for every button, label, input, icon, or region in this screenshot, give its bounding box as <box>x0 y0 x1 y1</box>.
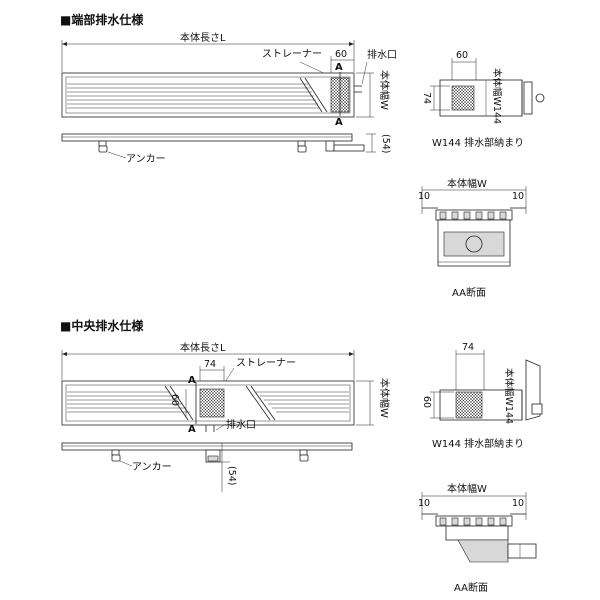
side-view: アンカー (54) <box>61 133 391 165</box>
section-title: ■中央排水仕様 <box>60 318 144 333</box>
grating-slats <box>67 385 349 421</box>
aa-width-label: 本体幅W <box>447 482 487 495</box>
outlet-label: 排水口 <box>367 48 397 61</box>
aa-grate <box>439 211 507 220</box>
detail-top-dim: 60 <box>456 50 468 61</box>
width-label: 本体幅W <box>378 378 391 418</box>
section-end-drain: ■端部排水仕様 本体長さL 60 ストレーナー 排水口 <box>60 12 545 299</box>
outlet-label: 排水口 <box>226 418 256 431</box>
strainer-label: ストレーナー <box>236 357 296 369</box>
aa-right-dim: 10 <box>512 498 524 509</box>
width-label: 本体幅W <box>378 70 391 110</box>
strainer-label: ストレーナー <box>262 48 322 60</box>
width-dimension: 本体幅W <box>356 70 391 118</box>
strainer-mesh <box>199 388 225 418</box>
grating-slats <box>67 77 328 113</box>
aa-caption: AA断面 <box>452 286 486 299</box>
aa-left-dim: 10 <box>418 191 430 202</box>
aa-right-dim: 10 <box>512 191 524 202</box>
section-mark-top: A <box>335 62 343 73</box>
detail-caption: W144 排水部納まり <box>432 136 524 149</box>
length-label: 本体長さL <box>180 31 226 44</box>
aa-section: 本体幅W 10 10 AA断面 <box>418 482 537 594</box>
top-view: A A <box>61 62 362 128</box>
anchor-label: アンカー <box>126 153 166 165</box>
strainer-side-dim: 60 <box>169 394 180 406</box>
section-mark-bottom: A <box>335 117 343 128</box>
detail-top-dim: 74 <box>462 342 474 353</box>
height-dim: (54) <box>226 466 237 486</box>
detail-caption: W144 排水部納まり <box>432 437 524 450</box>
detail-width-label: 本体幅W144 <box>503 368 515 424</box>
top-view: A A 60 <box>61 375 355 435</box>
side-view: アンカー (54) <box>61 442 353 492</box>
w144-detail: 74 60 本体幅W144 W144 排水部納まり <box>421 342 543 450</box>
detail-left-dim: 60 <box>421 396 432 408</box>
section-mark-top: A <box>188 375 196 386</box>
strainer-dim: 74 <box>204 359 216 370</box>
section-title: ■端部排水仕様 <box>60 12 144 27</box>
aa-section: 本体幅W 10 10 AA断面 <box>418 177 527 299</box>
width-dimension: 本体幅W <box>356 378 391 426</box>
anchor-label: アンカー <box>132 461 172 473</box>
detail-width-label: 本体幅W144 <box>491 68 503 124</box>
strainer-dim: 60 <box>335 49 347 60</box>
length-label: 本体長さL <box>180 341 226 354</box>
section-center-drain: ■中央排水仕様 本体長さL 74 ストレーナー <box>60 318 543 594</box>
height-dim: (54) <box>380 134 391 154</box>
section-mark-bottom: A <box>188 424 196 435</box>
w144-detail: 60 74 本体幅W144 W144 排水部納まり <box>421 50 545 149</box>
aa-width-label: 本体幅W <box>447 177 487 190</box>
length-dimension: 本体長さL <box>61 341 355 380</box>
strainer-dimension: 60 <box>330 49 354 74</box>
aa-caption: AA断面 <box>454 581 488 594</box>
detail-left-dim: 74 <box>421 92 432 104</box>
length-dimension: 本体長さL <box>61 31 355 72</box>
aa-left-dim: 10 <box>418 498 430 509</box>
aa-grate <box>439 517 507 526</box>
